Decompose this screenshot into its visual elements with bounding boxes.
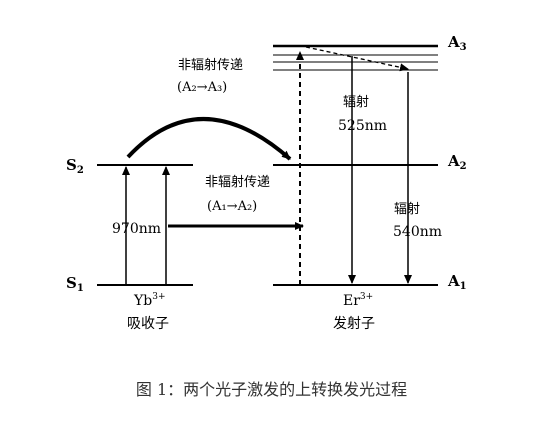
a3-label: A3	[447, 33, 467, 53]
emission-540-wavelength: 540nm	[393, 224, 442, 240]
emission-525-label: 辐射	[343, 94, 369, 110]
transfer-top-sub: (A₂→A₃)	[177, 80, 227, 95]
relaxation-arrow	[305, 46, 409, 72]
a1-label: A1	[447, 272, 467, 292]
emission-525-wavelength: 525nm	[338, 118, 387, 134]
figure-caption: 图 1：两个光子激发的上转换发光过程	[135, 380, 408, 399]
activator-role: 发射子	[333, 316, 375, 332]
activator-ion: Er3+	[343, 292, 373, 309]
s1-label: S1	[66, 274, 84, 294]
sensitizer-ion: Yb3+	[133, 292, 166, 309]
excitation-wavelength: 970nm	[112, 221, 161, 237]
transfer-mid-sub: (A₁→A₂)	[207, 199, 257, 214]
a2-label: A2	[447, 152, 467, 172]
transfer-top-label: 非辐射传递	[178, 57, 243, 73]
sensitizer-role: 吸收子	[127, 316, 169, 332]
transfer-mid-label: 非辐射传递	[205, 174, 270, 190]
emission-540-label: 辐射	[394, 201, 420, 217]
transfer-curve-arrow	[126, 117, 292, 161]
s2-label: S2	[66, 156, 84, 176]
